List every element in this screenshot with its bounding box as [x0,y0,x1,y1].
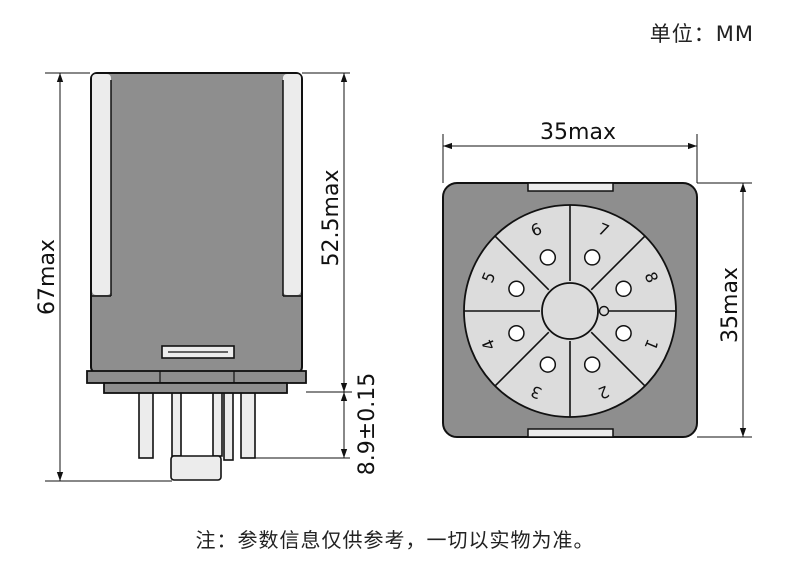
body-left-highlight [92,74,111,295]
body-height-label: 52.5max [319,170,344,267]
side-view: 67max 52.5max 8.9±0.15 [35,72,380,482]
top-height-label: 35max [718,267,743,343]
sector-divider [494,235,550,291]
pin-hole-1 [615,324,632,342]
relay-pins [138,391,256,481]
footnote: 注：参数信息仅供参考，一切以实物为准。 [195,528,595,552]
pin-hole-7 [583,249,601,266]
dim-top-width [442,134,698,183]
base-bottom [103,382,288,394]
pin-hole-8 [615,280,632,298]
body-right-highlight [283,74,301,295]
unit-label: 单位：MM [649,22,754,46]
sector-divider [590,331,646,387]
top-width-label: 35max [540,120,616,145]
dim-pin-length [255,392,350,459]
center-hole [541,282,599,340]
sector-divider [494,331,550,387]
dim-top-height [697,182,752,438]
dim-overall-height [45,72,172,482]
sector-divider [590,235,646,291]
base-flange [86,370,307,384]
pin-length-label: 8.9±0.15 [355,373,380,475]
top-notch [527,182,614,192]
pin-hole-2 [583,356,601,373]
overall-height-label: 67max [35,239,60,315]
pin-hole-4 [508,324,525,342]
key-notch [598,305,610,317]
relay-body [90,72,303,374]
pin-sectors [464,205,676,417]
pin-hole-5 [508,280,525,298]
pin-hole-3 [539,356,557,373]
pin-hole-6 [539,249,557,266]
bottom-notch [527,428,614,438]
